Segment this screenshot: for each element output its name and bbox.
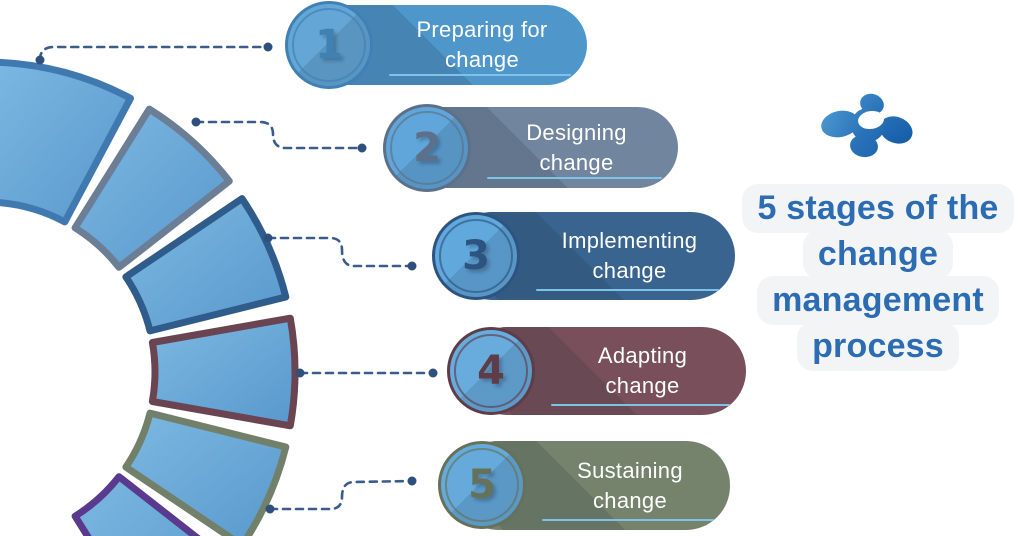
- stage-number-badge-3: 3: [432, 212, 520, 300]
- stage-label-line2: change: [605, 373, 680, 398]
- pill-accent-line: [487, 176, 662, 179]
- stage-row-3: Implementing change 3: [432, 212, 735, 300]
- stage-label-3: Implementing change: [550, 212, 709, 300]
- stage-label-1: Preparing for change: [403, 5, 561, 85]
- connector-stage-2: [191, 117, 367, 153]
- stage-row-1: Preparing for change 1: [285, 1, 587, 89]
- stage-label-line2: change: [539, 149, 614, 175]
- pill-accent-line: [389, 73, 571, 76]
- pill-accent-line: [551, 403, 730, 406]
- stage-number-text: 2: [413, 125, 441, 171]
- stage-number-badge-1: 1: [285, 1, 373, 89]
- wheel-segment-2: [71, 105, 233, 271]
- stage-row-2: Designing change 2: [383, 104, 678, 192]
- stage-label-line1: Preparing for: [416, 17, 548, 42]
- stage-number-badge-5: 5: [438, 441, 526, 529]
- stage-label-line2: change: [593, 487, 667, 513]
- stage-number-text: 4: [477, 348, 505, 394]
- wheel-segment-4: [148, 314, 299, 430]
- stage-label-line2: change: [592, 258, 667, 283]
- stage-label-line2: change: [445, 47, 519, 72]
- connector-stage-5: [265, 476, 417, 514]
- logo-hole: [858, 110, 884, 130]
- stage-number-text: 3: [462, 233, 490, 279]
- stage-label-line1: Adapting: [597, 343, 688, 368]
- stage-number-badge-4: 4: [447, 327, 535, 415]
- wheel-segment-1: [0, 58, 134, 226]
- stage-number-text: 1: [315, 22, 343, 68]
- infographic-title: 5 stages of the change management proces…: [728, 184, 1024, 371]
- stage-label-line1: Designing: [526, 119, 627, 145]
- connector-stage-3: [263, 233, 417, 271]
- stage-number-text: 5: [468, 462, 496, 508]
- change-cycle-wheel: [0, 58, 299, 536]
- stage-row-5: Sustaining change 5: [438, 441, 730, 530]
- stage-label-5: Sustaining change: [556, 441, 704, 530]
- connector-stage-1: [35, 42, 273, 65]
- wheel-segment-extra: [71, 473, 201, 536]
- stage-label-2: Designing change: [501, 107, 652, 188]
- title-line-4: process: [797, 322, 959, 371]
- stage-label-line1: Sustaining: [577, 457, 683, 483]
- title-line-3: management: [757, 276, 999, 325]
- stage-label-4: Adapting change: [565, 327, 720, 415]
- pill-accent-line: [536, 288, 719, 291]
- title-line-1: 5 stages of the: [742, 184, 1014, 233]
- stage-number-badge-2: 2: [383, 104, 471, 192]
- stage-label-line1: Implementing: [561, 228, 698, 253]
- stage-row-4: Adapting change 4: [447, 327, 746, 415]
- pill-accent-line: [542, 518, 714, 521]
- blob-logo-icon: [821, 93, 913, 158]
- wheel-segment-3: [122, 195, 290, 335]
- connector-stage-4: [295, 368, 438, 378]
- wheel-segment-5: [122, 409, 290, 536]
- title-line-2: change: [802, 230, 954, 279]
